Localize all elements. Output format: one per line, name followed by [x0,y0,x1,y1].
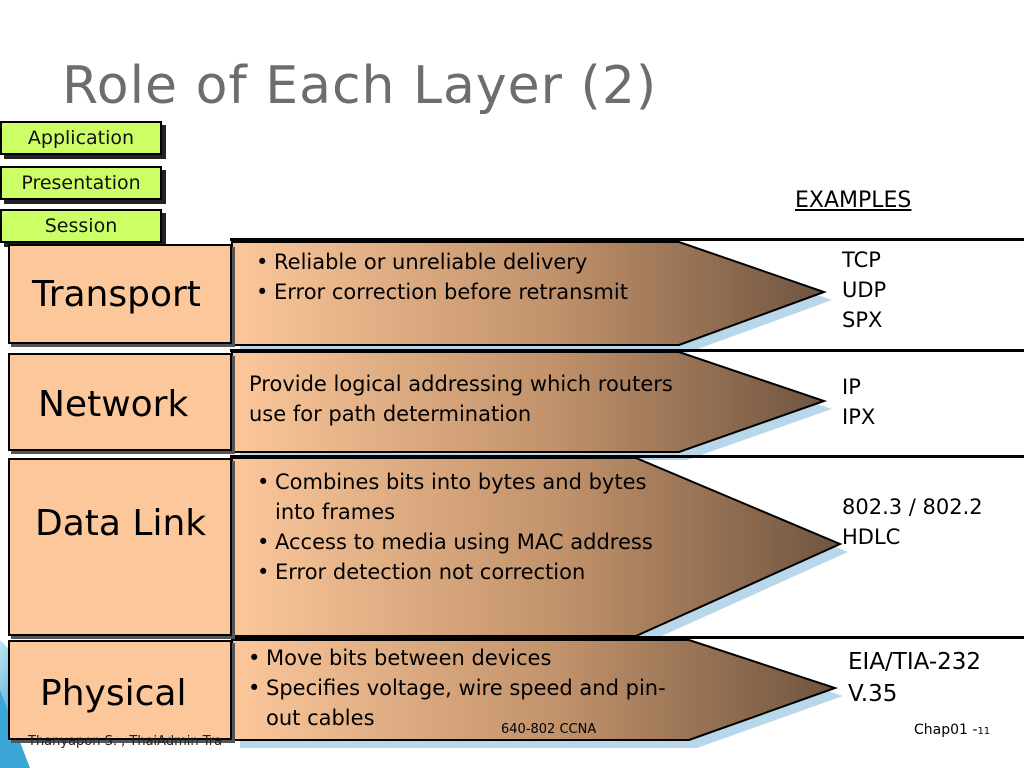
description-datalink: Combines bits into bytes and bytes into … [253,467,653,587]
layer-session: Session [0,209,162,243]
divider-line [230,349,1024,352]
bullet: Error detection not correction [253,557,653,587]
example-item: 802.3 / 802.2 [842,495,983,519]
bullet: Error correction before retransmit [252,277,672,307]
bullet: Access to media using MAC address [253,527,653,557]
layer-application: Application [0,121,162,155]
footer-chapter: Chap01 - [914,722,978,738]
example-item: IPX [842,405,876,429]
examples-network: IP IPX [842,372,875,432]
example-item: HDLC [842,525,901,549]
bullet: Combines bits into bytes and bytes into … [253,467,653,527]
example-item: V.35 [848,681,898,707]
layer-box-network [8,353,232,451]
description-transport: Reliable or unreliable delivery Error co… [252,247,672,307]
bullet: Move bits between devices [244,643,694,673]
layer-presentation: Presentation [0,166,162,200]
example-item: SPX [842,308,883,332]
bullet: Specifies voltage, wire speed and pin-ou… [244,673,694,733]
slide-title: Role of Each Layer (2) [62,56,658,116]
description-network: Provide logical addressing which routers… [249,372,673,426]
layer-box-datalink [8,458,232,636]
footer-course: 640-802 CCNA [501,722,597,737]
example-item: EIA/TIA-232 [848,649,982,675]
layer-box-transport [8,244,232,344]
layer-label-datalink: Data Link [35,503,207,544]
example-item: IP [842,375,861,399]
layer-label-physical: Physical [40,673,187,714]
example-item: UDP [842,278,887,302]
example-item: TCP [842,248,881,272]
page-number: 11 [977,726,991,737]
layer-box-physical [8,640,232,740]
arrow-network [231,351,832,460]
layer-label-network: Network [38,384,189,425]
divider-line [230,455,1024,458]
divider-line [230,238,1024,241]
layer-label-transport: Transport [32,274,201,315]
description-physical: Move bits between devices Specifies volt… [244,643,694,733]
examples-transport: TCP UDP SPX [842,245,886,335]
examples-heading: EXAMPLES [795,188,912,213]
footer-author: Thanyapon S. , ThaiAdmin Tra [28,734,223,749]
divider-line [230,636,1024,639]
footer-page: Chap01 -11 [914,722,990,738]
bullet: Reliable or unreliable delivery [252,247,672,277]
